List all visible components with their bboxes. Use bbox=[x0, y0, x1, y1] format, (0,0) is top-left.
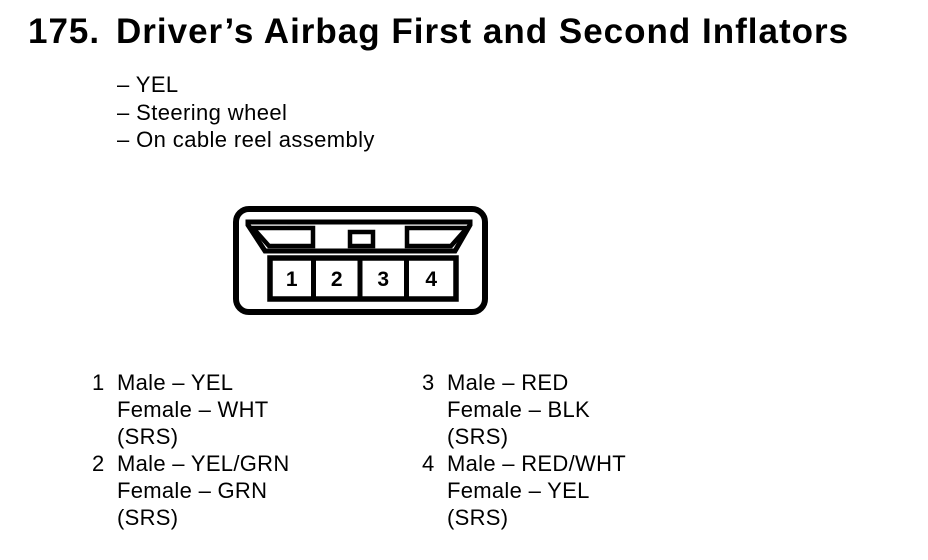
key-slot-left bbox=[247, 225, 316, 249]
pin-row-frame bbox=[267, 255, 459, 302]
key-slot-right bbox=[404, 225, 473, 249]
pin-cavity-number-2: 2 bbox=[331, 268, 343, 291]
pin-wire-info: Male – YEL/GRN Female – GRN (SRS) bbox=[117, 450, 290, 531]
connector-face-drawing: 1 2 3 4 bbox=[233, 206, 488, 315]
pin-list-item-4: 4 Male – RED/WHT Female – YEL (SRS) bbox=[422, 450, 626, 531]
wire-line-male: Male – RED bbox=[447, 370, 569, 395]
pin-list-item-2: 2 Male – YEL/GRN Female – GRN (SRS) bbox=[92, 450, 290, 531]
pin-list-right-column: 3 Male – RED Female – BLK (SRS) 4 Male –… bbox=[422, 369, 626, 531]
pin-number: 4 bbox=[422, 451, 435, 476]
wire-line-system: (SRS) bbox=[447, 424, 509, 449]
pin-wire-info: Male – YEL Female – WHT (SRS) bbox=[117, 369, 269, 450]
pin-cavity-number-3: 3 bbox=[377, 268, 389, 291]
wire-line-system: (SRS) bbox=[117, 505, 179, 530]
wire-line-male: Male – YEL bbox=[117, 370, 234, 395]
wire-line-male: Male – RED/WHT bbox=[447, 451, 626, 476]
attribute-line: – On cable reel assembly bbox=[117, 127, 375, 152]
attribute-line: – Steering wheel bbox=[117, 99, 288, 125]
wire-line-female: Female – GRN bbox=[117, 478, 268, 503]
wire-line-male: Male – YEL/GRN bbox=[117, 451, 290, 476]
connector-diagram: 1 2 3 4 bbox=[225, 198, 495, 320]
pin-wire-info: Male – RED Female – BLK (SRS) bbox=[447, 369, 590, 450]
section-number: 175. bbox=[28, 12, 101, 51]
pin-cavity-number-1: 1 bbox=[286, 268, 298, 291]
pin-wire-info: Male – RED/WHT Female – YEL (SRS) bbox=[447, 450, 626, 531]
connector-attribute-list: – YEL – Steering wheel – On cable reel a… bbox=[117, 71, 375, 154]
pin-list-left-column: 1 Male – YEL Female – WHT (SRS) 2 Male –… bbox=[92, 369, 290, 531]
attribute-line: – YEL bbox=[117, 72, 179, 97]
pin-list-item-3: 3 Male – RED Female – BLK (SRS) bbox=[422, 369, 626, 450]
key-slot-center bbox=[347, 229, 376, 249]
pin-cavity-number-4: 4 bbox=[425, 268, 437, 291]
pin-number: 2 bbox=[92, 451, 105, 476]
wire-line-female: Female – YEL bbox=[447, 478, 590, 503]
wire-line-female: Female – BLK bbox=[447, 397, 591, 422]
wire-line-system: (SRS) bbox=[117, 424, 179, 449]
wire-line-system: (SRS) bbox=[447, 505, 509, 530]
wire-line-female: Female – WHT bbox=[117, 397, 269, 422]
page-title: Driver’s Airbag First and Second Inflato… bbox=[116, 12, 850, 51]
section-heading: 175. Driver’s Airbag First and Second In… bbox=[28, 14, 849, 49]
pin-number: 3 bbox=[422, 370, 435, 395]
pin-number: 1 bbox=[92, 370, 105, 395]
pin-list-item-1: 1 Male – YEL Female – WHT (SRS) bbox=[92, 369, 290, 450]
